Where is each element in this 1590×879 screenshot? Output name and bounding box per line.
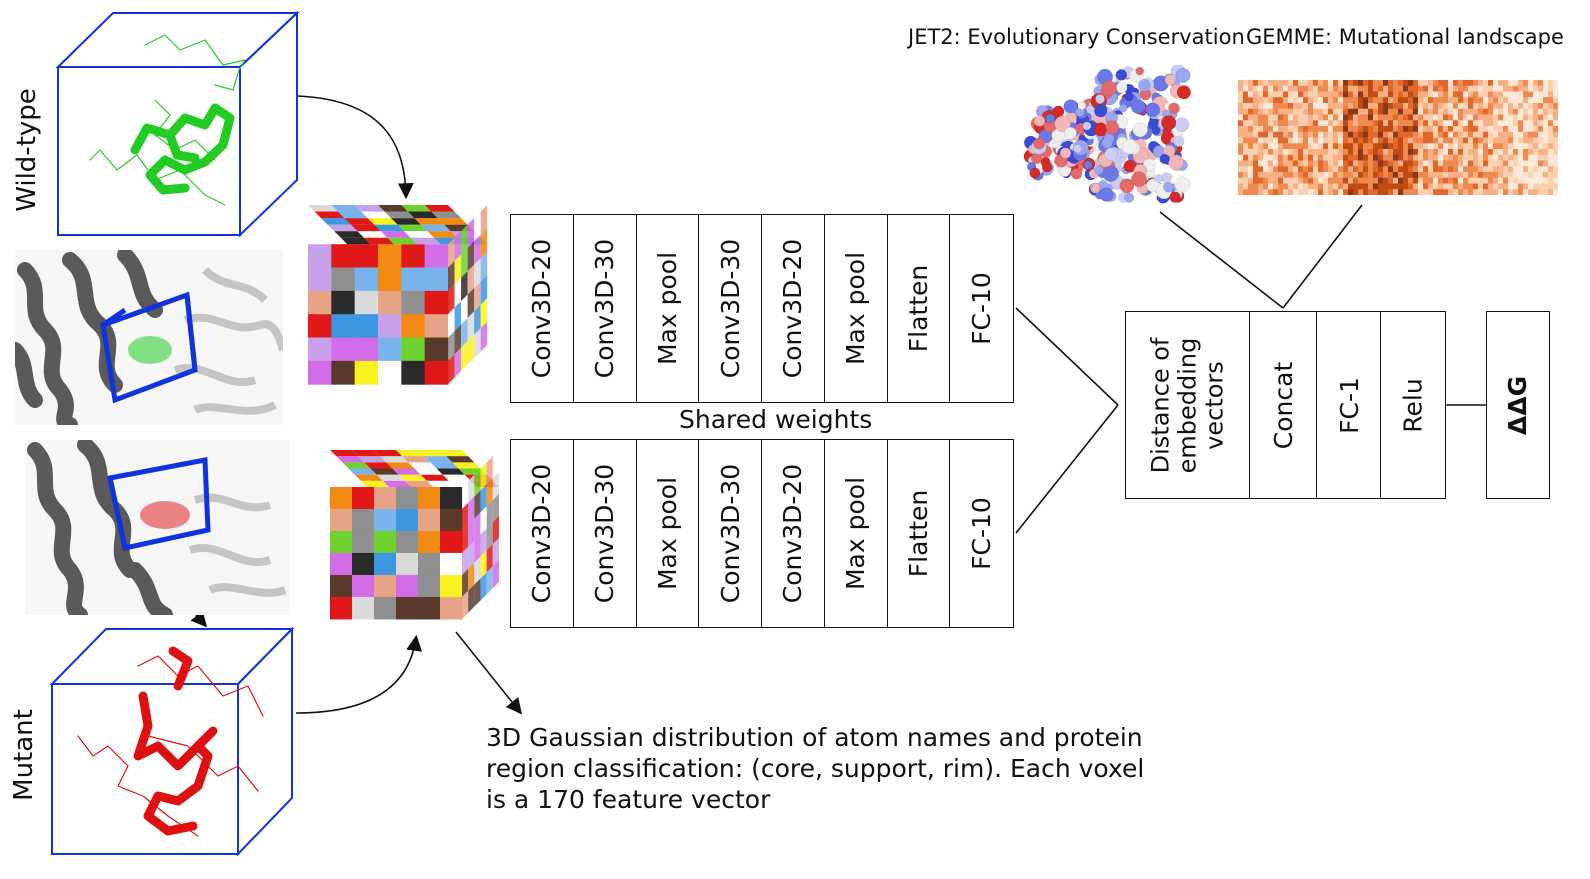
line-gemme-to-concat [1282,204,1363,309]
wild-type-label: Wild-type [12,88,42,212]
wild-type-structure-box [55,10,300,238]
top-branch-layer-label: Max pool [841,251,871,366]
arrow-mutant-to-cube [295,634,423,714]
line-jet2-to-concat [1159,211,1284,309]
voxel-cube-mutant [330,450,499,620]
mutant-structure-box [49,626,295,857]
description-line-1: 3D Gaussian distribution of atom names a… [486,723,1143,752]
top-branch-layer-label: Conv3D-20 [778,238,808,379]
head-layer-label: Distance of embedding vectors [1146,337,1229,473]
bottom-branch-layer-label: Max pool [653,476,683,591]
bottom-branch-layer-label: Conv3D-20 [778,463,808,604]
top-branch-layer-label: Conv3D-30 [590,238,620,379]
arrow-wildtype-to-cube [297,95,414,200]
top-branch-layer-4: Conv3D-30 [698,214,763,403]
protein-mutant-image [25,440,290,615]
jet2-label: JET2: Evolutionary Conservation [908,25,1245,49]
shared-weights-label: Shared weights [679,405,873,434]
voxel-cube-wildtype [308,205,488,385]
red-ligand-icon [77,646,264,837]
bottom-branch-layer-label: Conv3D-20 [527,463,557,604]
head-layer-3: FC-1 [1316,311,1382,499]
bottom-branch-layer-label: Conv3D-30 [590,463,620,604]
bottom-branch-layer-3: Max pool [635,439,700,628]
top-branch-layer-label: Flatten [904,264,934,353]
description-line-3: is a 170 feature vector [486,785,771,814]
top-branch-layer-label: Max pool [653,251,683,366]
description-line-2: region classification: (core, support, r… [486,754,1145,783]
top-branch-layer-label: Conv3D-30 [715,238,745,379]
top-branch-layer-2: Conv3D-30 [572,214,637,403]
bottom-branch-layer-1: Conv3D-20 [510,439,575,628]
top-branch-layer-label: FC-10 [966,272,996,345]
output-ddg-box: ΔΔG [1486,311,1550,499]
top-branch-layer-8: FC-10 [949,214,1014,403]
jet2-conservation-image [1023,65,1191,204]
head-layer-label: Concat [1269,361,1298,449]
bottom-branch-layer-2: Conv3D-30 [572,439,637,628]
top-branch-layer-3: Max pool [635,214,700,403]
head-layer-label: Relu [1398,377,1428,433]
bottom-branch-layer-7: Flatten [886,439,951,628]
gemme-heatmap-image [1238,80,1558,195]
bottom-branch-layer-label: Conv3D-30 [715,463,745,604]
bottom-branch-layer-label: Max pool [841,476,871,591]
green-ligand-icon [89,34,246,206]
head-layer-2: Concat [1249,311,1318,499]
line-top-branch-to-head [1015,307,1119,406]
protein-wildtype-image [15,250,283,425]
bottom-branch-layer-5: Conv3D-20 [761,439,826,628]
top-branch-layer-5: Conv3D-20 [761,214,826,403]
bottom-branch-layer-label: FC-10 [966,497,996,570]
gemme-label: GEMME: Mutational landscape [1246,25,1564,49]
head-layer-1: Distance of embedding vectors [1125,311,1251,499]
bottom-branch-layer-label: Flatten [904,489,934,578]
head-layer-4: Relu [1380,311,1446,499]
bottom-branch-layer-8: FC-10 [949,439,1014,628]
mutant-label: Mutant [9,709,39,801]
top-branch-layer-7: Flatten [886,214,951,403]
head-layer-label: FC-1 [1334,376,1364,434]
voxel-description: 3D Gaussian distribution of atom names a… [486,722,1144,815]
bottom-branch-layer-4: Conv3D-30 [698,439,763,628]
top-branch-layer-1: Conv3D-20 [510,214,575,403]
line-bottom-branch-to-head [1015,404,1119,534]
top-branch-layer-6: Max pool [823,214,888,403]
output-ddg-label: ΔΔG [1503,375,1533,435]
arrow-to-description [455,631,522,715]
top-branch-layer-label: Conv3D-20 [527,238,557,379]
bottom-branch-layer-6: Max pool [823,439,888,628]
